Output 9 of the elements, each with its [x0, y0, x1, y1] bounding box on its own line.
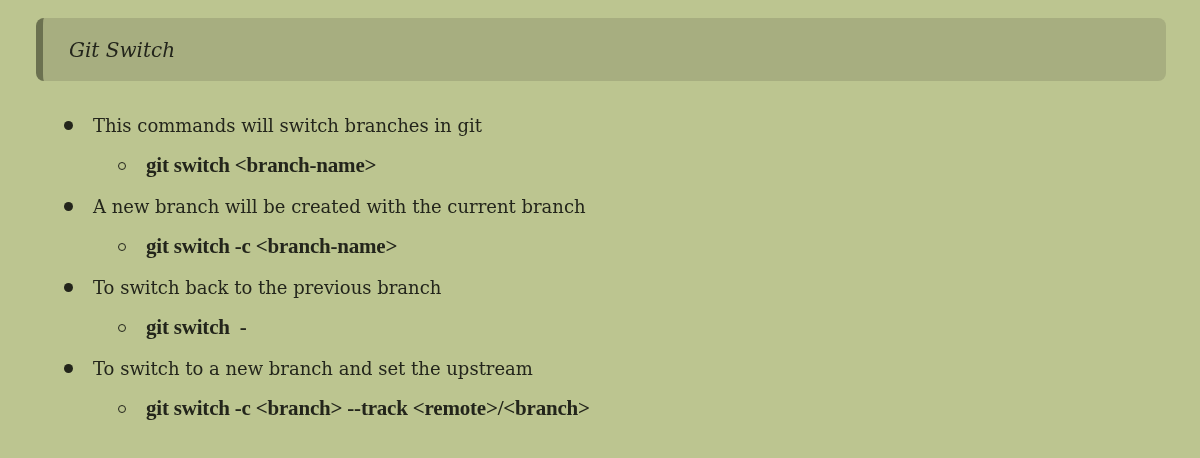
list-item-text: This commands will switch branches in git — [93, 114, 482, 136]
command-text: git switch -c <branch> --track <remote>/<branch> — [146, 396, 590, 422]
command-text: git switch - — [146, 315, 247, 341]
command-text: git switch -c <branch-name> — [146, 234, 398, 260]
list-item-text: To switch to a new branch and set the upstream — [93, 357, 533, 379]
heading-title: Git Switch — [69, 37, 176, 62]
list-item-text: To switch back to the previous branch — [93, 276, 442, 298]
command-text: git switch <branch-name> — [146, 153, 377, 179]
list-item-text: A new branch will be created with the current branch — [93, 195, 586, 217]
